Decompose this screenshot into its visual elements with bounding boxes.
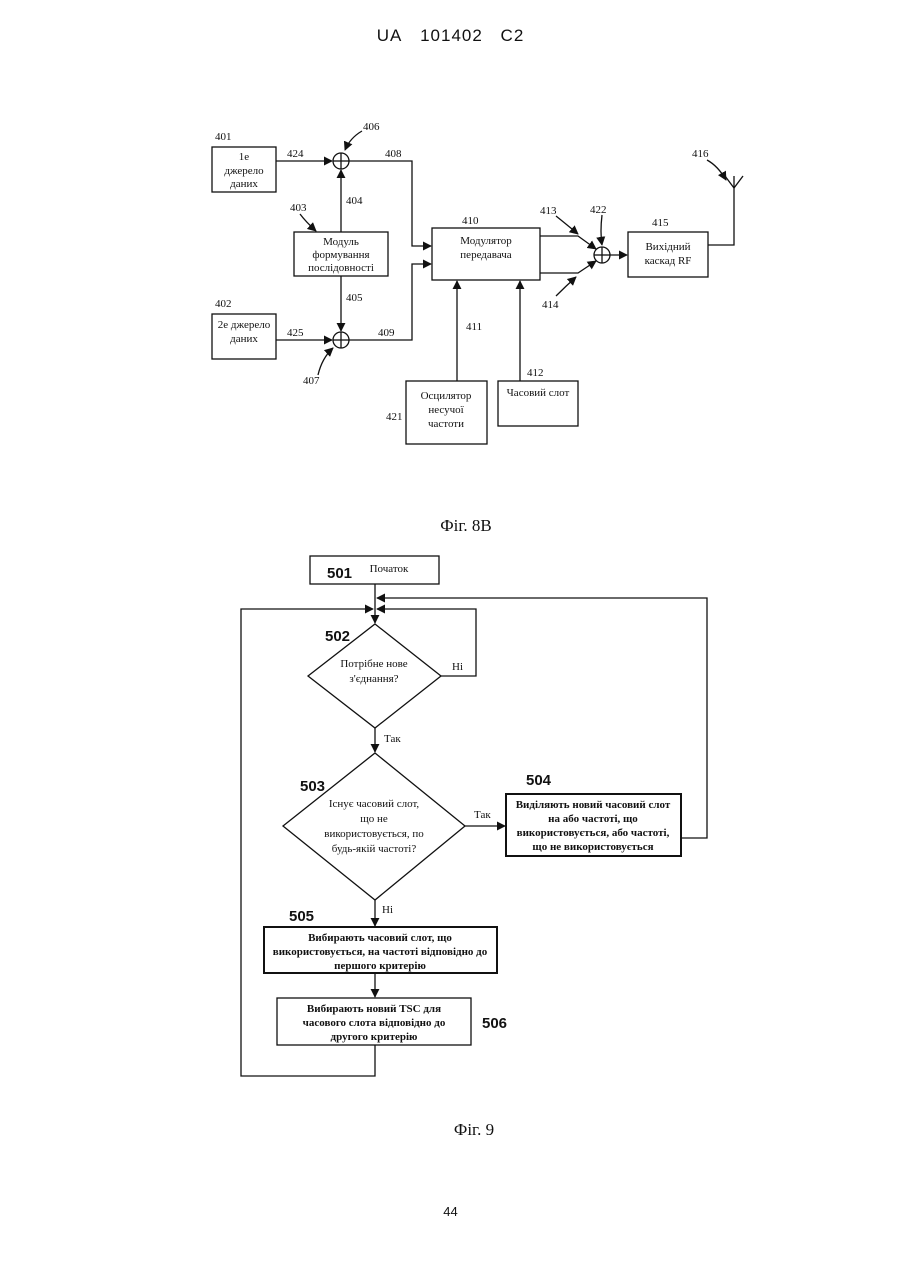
step-503-text-4: будь-якій частоті? <box>332 843 417 855</box>
sum-junction-406 <box>333 153 349 169</box>
source1-text-1: 1е <box>239 151 250 163</box>
leader-407 <box>318 348 333 375</box>
step-504-text-1: Виділяють новий часовий слот <box>516 799 671 811</box>
line-414 <box>540 261 596 273</box>
step-504-text-2: на або частоті, що <box>548 813 638 825</box>
modulator-text-1: Модулятор <box>460 235 512 247</box>
label-425: 425 <box>287 327 304 339</box>
label-415: 415 <box>652 217 669 229</box>
label-402: 402 <box>215 298 232 310</box>
label-405: 405 <box>346 292 363 304</box>
leader-416 <box>707 160 726 180</box>
label-414: 414 <box>542 299 559 311</box>
line-antenna-feed <box>708 188 734 245</box>
step-506-text-1: Вибирають новий TSC для <box>307 1003 441 1015</box>
label-406: 406 <box>363 121 380 133</box>
rf-stage-text-1: Вихідний <box>645 241 690 253</box>
step-503-text-1: Існує часовий слот, <box>329 798 420 810</box>
step-501-number: 501 <box>327 565 352 582</box>
seq-module-text-1: Модуль <box>323 236 359 248</box>
label-404: 404 <box>346 195 363 207</box>
source2-text-2: даних <box>230 333 258 345</box>
leader-406 <box>345 131 362 150</box>
label-401: 401 <box>215 131 232 143</box>
oscillator-text-2: несучої <box>428 404 464 416</box>
step-506-text-3: другого критерію <box>331 1031 418 1043</box>
modulator-text-2: передавача <box>460 249 512 261</box>
source1-text-3: даних <box>230 178 258 190</box>
label-424: 424 <box>287 148 304 160</box>
figure-9-caption: Фіг. 9 <box>454 1120 494 1139</box>
source2-text-1: 2е джерело <box>218 319 271 331</box>
label-403: 403 <box>290 202 307 214</box>
step-505-number: 505 <box>289 908 314 925</box>
step-504-text-4: що не використовується <box>532 841 653 853</box>
page-number: 44 <box>0 1204 901 1219</box>
step-503-text-3: використовується, по <box>324 828 424 840</box>
step-502-text-1: Потрібне нове <box>340 658 407 670</box>
step-505-text-2: використовується, на частоті відповідно … <box>273 946 488 958</box>
step-506-text-2: часового слота відповідно до <box>303 1017 446 1029</box>
label-410: 410 <box>462 215 479 227</box>
step-502-no-label: Ні <box>452 661 463 673</box>
label-409: 409 <box>378 327 395 339</box>
label-422: 422 <box>590 204 607 216</box>
sum-junction-422 <box>594 247 610 263</box>
step-505-text-3: першого критерію <box>334 960 426 972</box>
figure-8b-box-texts: 1е джерело даних 2е джерело даних Модуль… <box>218 151 692 430</box>
source1-text-2: джерело <box>224 165 264 177</box>
step-502-text-2: з'єднання? <box>349 673 398 685</box>
step-506-number: 506 <box>482 1015 507 1032</box>
sum-junction-407 <box>333 332 349 348</box>
leader-413 <box>556 216 578 234</box>
rf-stage-text-2: каскад RF <box>645 255 692 267</box>
antenna-icon <box>725 176 743 188</box>
leader-403 <box>300 214 316 231</box>
step-505-text-1: Вибирають часовий слот, що <box>308 932 452 944</box>
leader-414 <box>556 277 576 296</box>
step-502-number: 502 <box>325 628 350 645</box>
step-502-yes-label: Так <box>384 733 401 745</box>
label-413: 413 <box>540 205 557 217</box>
step-503-text-2: що не <box>360 813 388 825</box>
figure-8b-labels: 401 402 403 404 405 406 407 408 409 410 … <box>215 121 709 423</box>
step-503-number: 503 <box>300 778 325 795</box>
timeslot-text: Часовий слот <box>507 387 570 399</box>
oscillator-text-3: частоти <box>428 418 464 430</box>
decision-503 <box>283 753 465 900</box>
leader-422 <box>601 215 602 245</box>
figure-9-texts: 501 Початок 502 Потрібне нове з'єднання?… <box>273 563 671 1043</box>
step-503-yes-label: Так <box>474 809 491 821</box>
label-412: 412 <box>527 367 544 379</box>
seq-module-text-3: послідовності <box>308 262 374 274</box>
seq-module-text-2: формування <box>312 249 369 261</box>
label-407: 407 <box>303 375 320 387</box>
step-504-text-3: використовується, або частоті, <box>517 827 670 839</box>
label-416: 416 <box>692 148 709 160</box>
label-421: 421 <box>386 411 403 423</box>
line-413 <box>540 236 596 249</box>
oscillator-text-1: Осцилятор <box>421 390 472 402</box>
step-501-text: Початок <box>370 563 409 575</box>
label-411: 411 <box>466 321 482 333</box>
step-503-no-label: Ні <box>382 904 393 916</box>
label-408: 408 <box>385 148 402 160</box>
step-504-number: 504 <box>526 772 552 789</box>
figure-8b-caption: Фіг. 8В <box>440 516 492 535</box>
figure-8b <box>212 131 743 444</box>
